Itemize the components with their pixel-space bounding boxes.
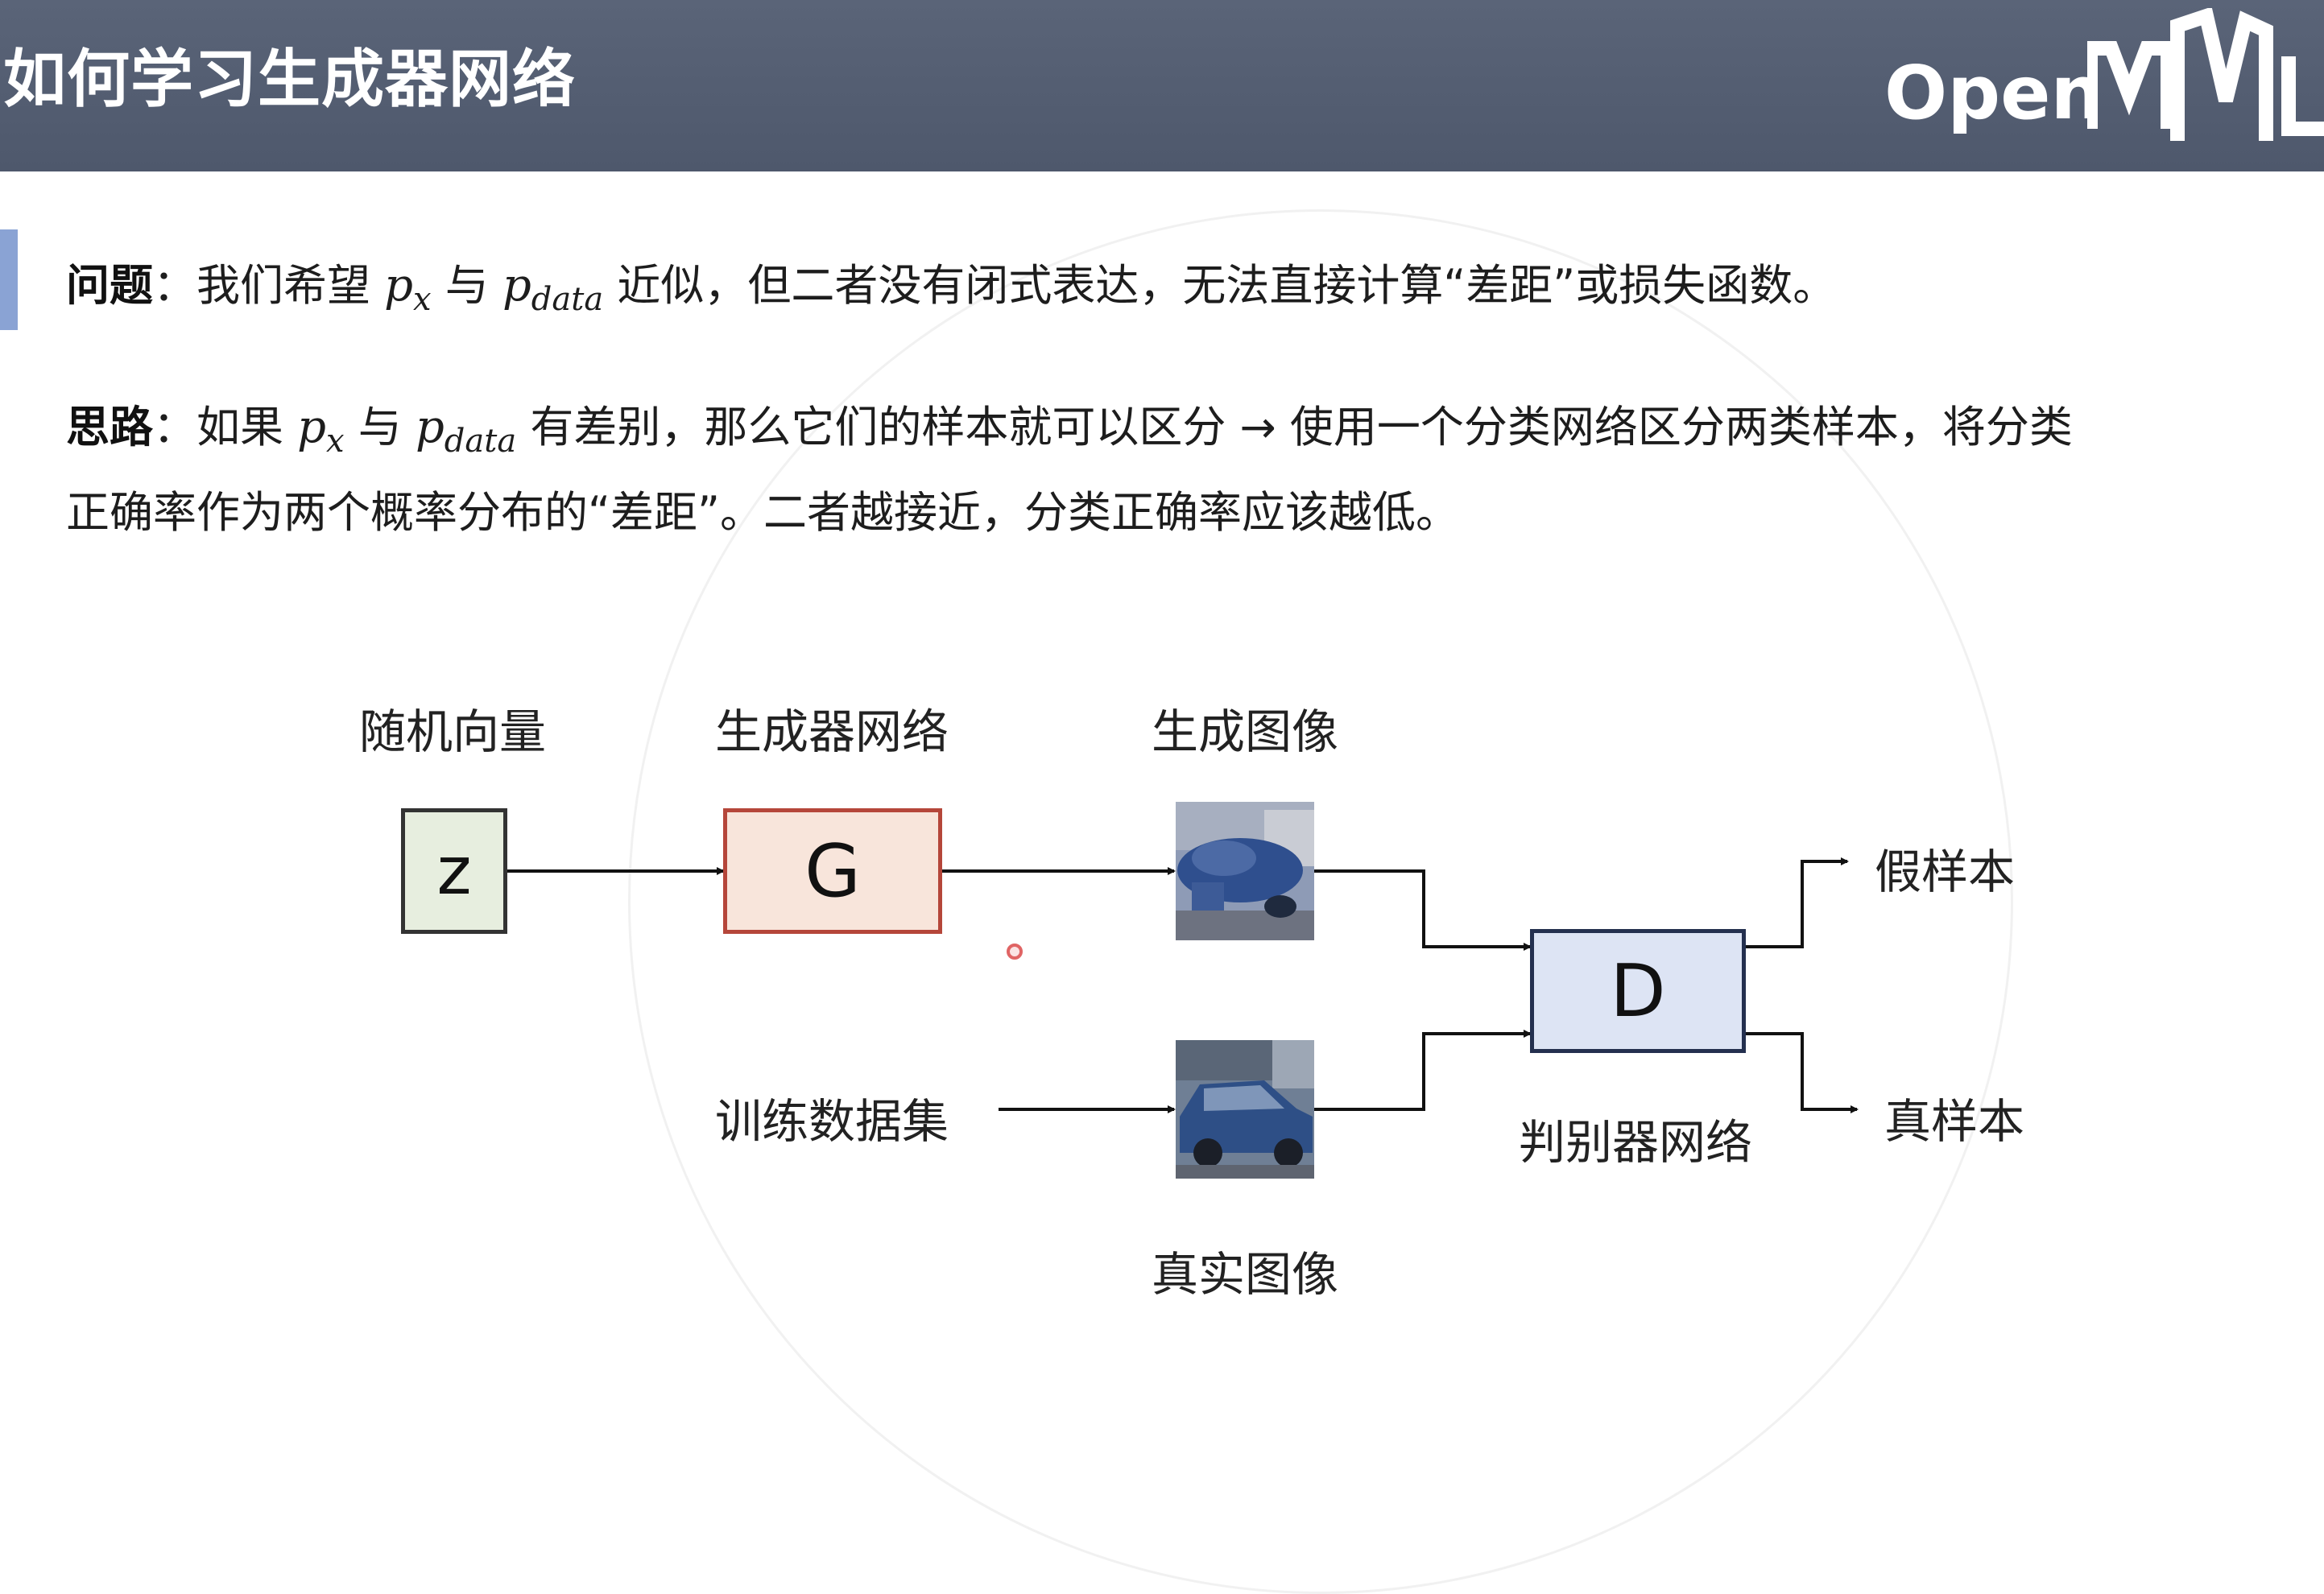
idea-sep: ：: [153, 402, 196, 452]
math-pdata: pdata: [415, 401, 517, 460]
arrow-generated-to-d: [1314, 869, 1532, 951]
g-text: G: [804, 828, 861, 914]
generated-image-label: 生成图像: [1152, 704, 1339, 759]
problem-paragraph: 问题：我们希望 px 与 pdata 近似，但二者没有闭式表达，无法直接计算“差…: [66, 250, 1836, 318]
math-px: px: [384, 259, 432, 319]
generated-image-thumbnail: [1176, 802, 1314, 940]
logo-text: Open: [1884, 50, 2103, 136]
discriminator-d-box: D: [1530, 929, 1746, 1053]
math-pdata: pdata: [502, 259, 604, 319]
idea-text-2: 有差别，那么它们的样本就可以区分 → 使用一个分类网络区分两类样本，将分类: [516, 402, 2073, 452]
real-image-thumbnail: [1176, 1040, 1314, 1179]
accent-bar: [0, 229, 18, 330]
arrow-d-to-fake: [1746, 857, 1849, 948]
openmmlab-logo: Open: [1884, 8, 2324, 157]
problem-mid: 与: [431, 260, 502, 311]
problem-label: 问题: [66, 260, 153, 311]
idea-mid: 与: [344, 402, 416, 452]
training-dataset-label: 训练数据集: [715, 1094, 949, 1149]
idea-label: 思路: [66, 402, 153, 452]
generator-network-label: 生成器网络: [715, 704, 949, 759]
fake-sample-label: 假样本: [1875, 844, 2016, 899]
idea-paragraph-line2: 正确率作为两个概率分布的“差距”。二者越接近，分类正确率应该越低。: [66, 487, 1459, 538]
problem-text-1: 我们希望: [196, 260, 385, 311]
generator-g-box: G: [723, 808, 942, 934]
d-text: D: [1610, 948, 1666, 1034]
arrow-real-to-d: [1314, 1030, 1532, 1111]
real-sample-label: 真样本: [1884, 1094, 2025, 1149]
problem-sep: ：: [153, 260, 196, 311]
idea-text-1: 如果: [196, 402, 298, 452]
problem-text-2: 近似，但二者没有闭式表达，无法直接计算“差距”或损失函数。: [603, 260, 1837, 311]
logo-mml-mark-icon: [2087, 8, 2324, 141]
random-vector-label: 随机向量: [359, 704, 547, 759]
slide-title: 如何学习生成器网络: [3, 43, 577, 116]
pointer-dot-icon: [1007, 944, 1023, 960]
z-box: z: [401, 808, 507, 934]
real-image-label: 真实图像: [1152, 1247, 1339, 1302]
idea-paragraph-line1: 思路：如果 px 与 pdata 有差别，那么它们的样本就可以区分 → 使用一个…: [66, 391, 2073, 460]
arrow-d-to-real: [1746, 1032, 1859, 1113]
z-text: z: [436, 832, 472, 910]
diagram-arrows: [507, 857, 1859, 1113]
title-bar: 如何学习生成器网络 Open: [0, 0, 2324, 171]
discriminator-network-label: 判别器网络: [1519, 1115, 1753, 1170]
math-px: px: [297, 401, 345, 460]
